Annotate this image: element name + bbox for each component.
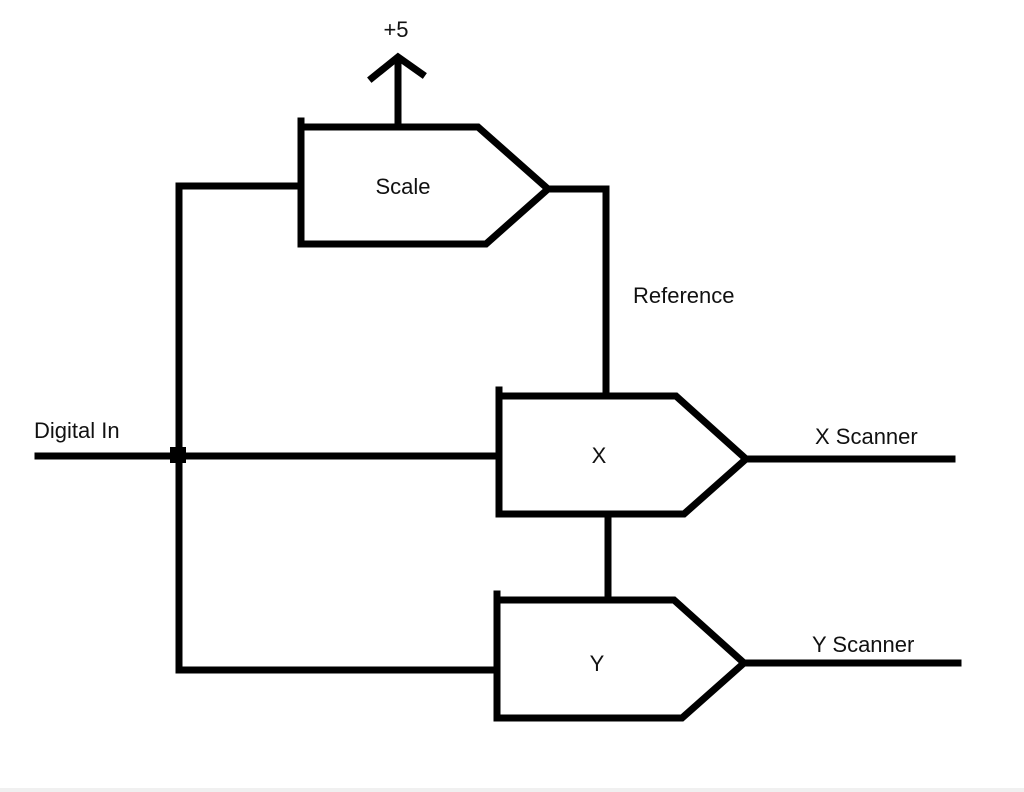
bus-trunk-wire <box>175 182 501 674</box>
supply-arrow <box>367 52 427 128</box>
x-block-label: X <box>592 443 607 468</box>
reference-label: Reference <box>633 283 735 308</box>
x-block-shape <box>495 392 752 518</box>
y-block-label: Y <box>590 651 605 676</box>
scale-block: Scale <box>297 117 554 248</box>
scale-block-label: Scale <box>375 174 430 199</box>
digital-in-label: Digital In <box>34 418 120 443</box>
bottom-edge <box>0 788 1024 792</box>
scale-block-shape <box>297 123 554 248</box>
arrow-head-icon <box>367 52 427 83</box>
junction-dot <box>170 447 186 463</box>
y-block-shape <box>493 596 750 722</box>
reference-wire <box>544 185 610 400</box>
supply-label: +5 <box>383 17 408 42</box>
y-block: Y <box>493 590 750 722</box>
x-scanner-label: X Scanner <box>815 424 918 449</box>
y-scanner-label: Y Scanner <box>812 632 914 657</box>
x-block: X <box>495 386 752 518</box>
digital-in-bus <box>34 182 502 674</box>
